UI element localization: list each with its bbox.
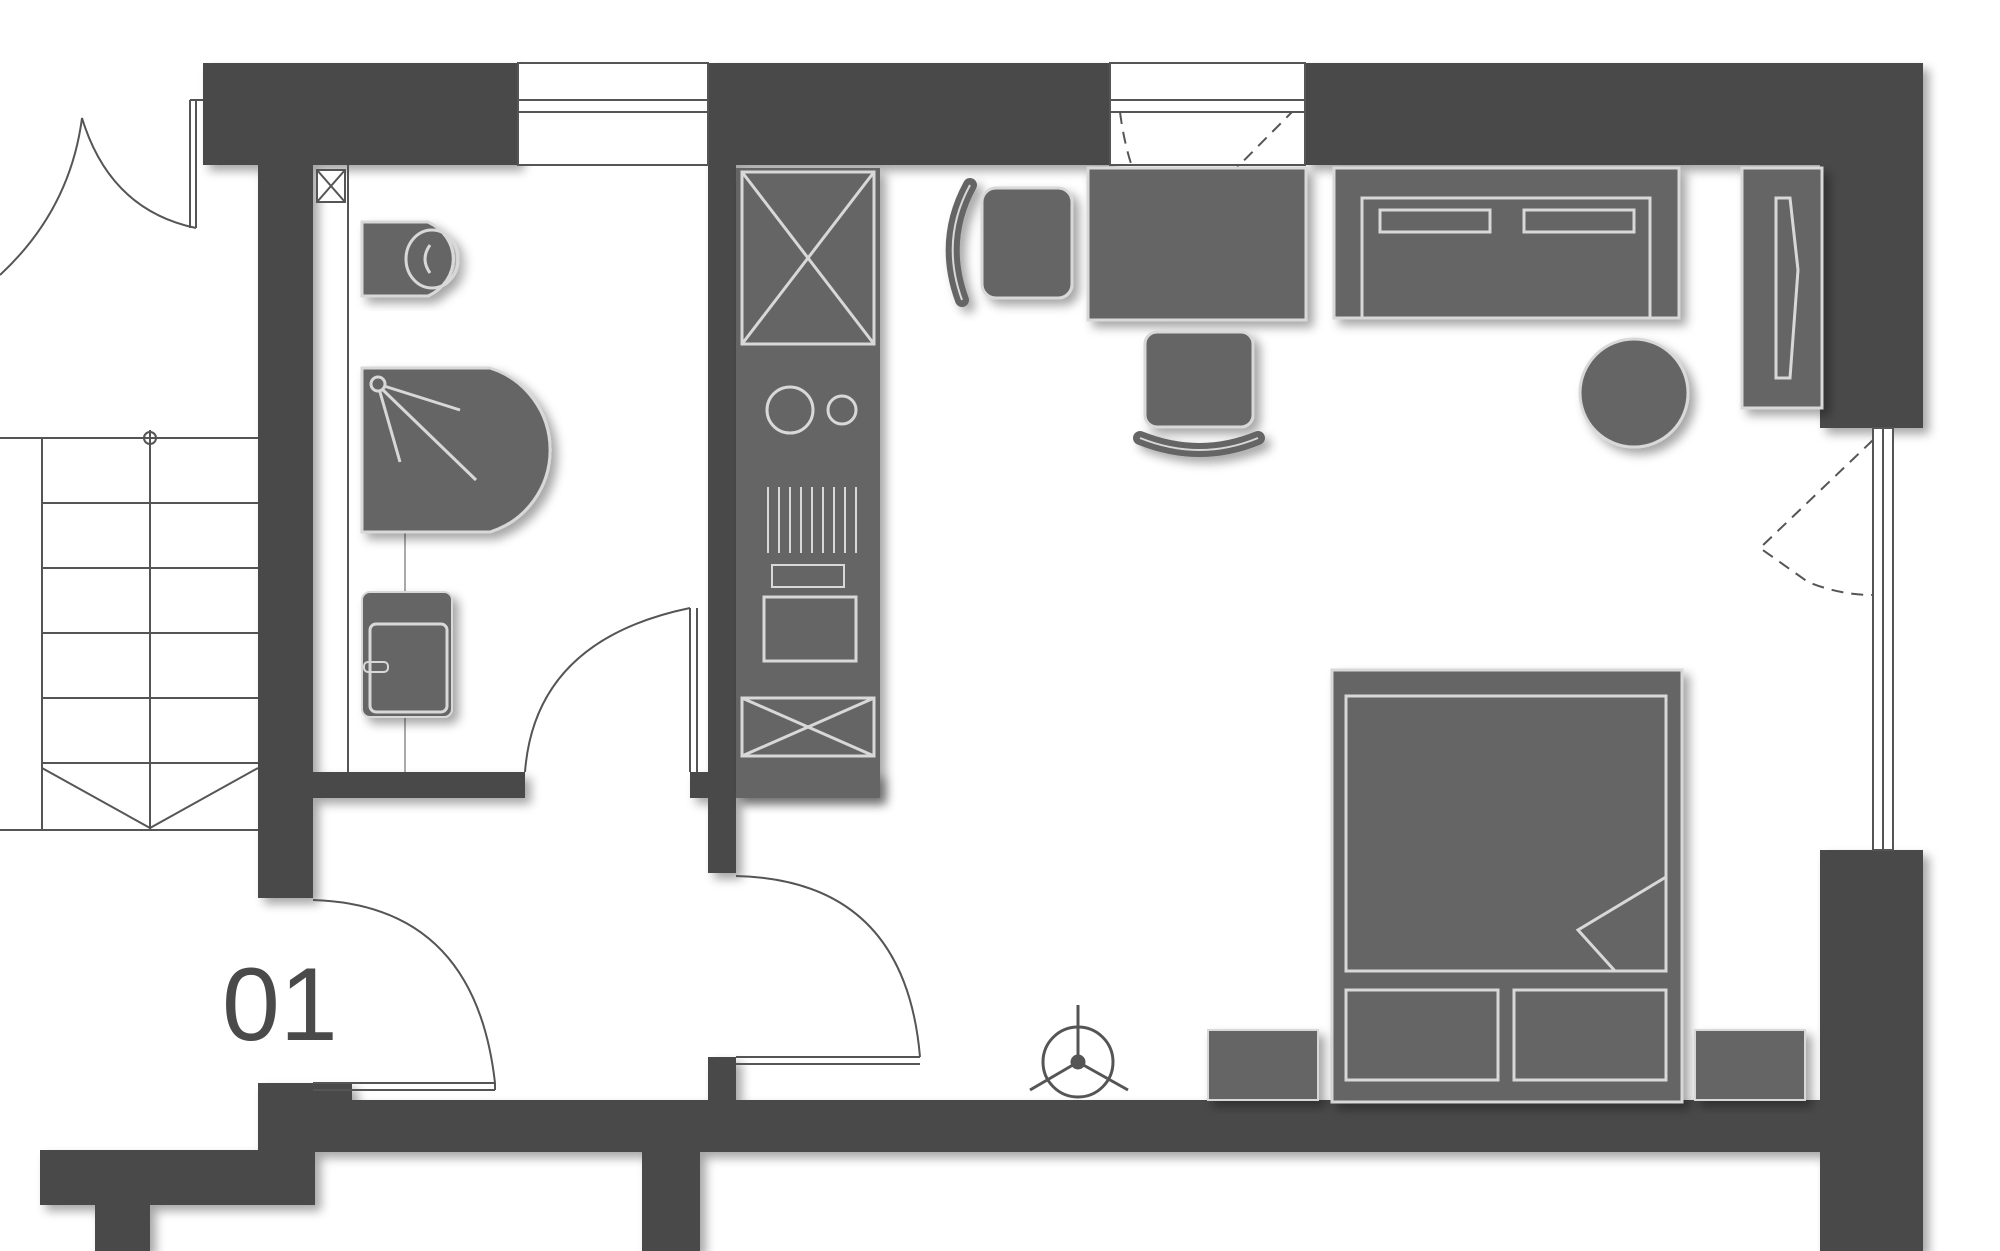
dishwasher [740, 696, 876, 758]
vent-icon [316, 169, 346, 203]
oven-grill [767, 487, 857, 553]
pillow-right [1512, 988, 1668, 1082]
nightstand-left [1207, 1029, 1319, 1101]
washbasin [361, 591, 453, 718]
pillow-left [1344, 988, 1500, 1082]
shower [360, 366, 552, 534]
nightstand-right [1694, 1029, 1806, 1101]
staircase [0, 430, 260, 831]
kitchen-counter [736, 168, 880, 798]
exterior-door-swing [0, 99, 205, 276]
double-bed [1330, 668, 1684, 1104]
bathroom [316, 165, 552, 772]
walls [40, 63, 1923, 1251]
hob-burner-large [765, 385, 815, 435]
unit-number-label: 01 [222, 947, 338, 1063]
wardrobe [1740, 166, 1824, 410]
toilet [360, 220, 460, 298]
entrance-door-swings [312, 875, 921, 1091]
ceiling-fan-icon [1029, 1005, 1129, 1099]
bathroom-door-swing [524, 607, 698, 773]
sideboard [1332, 166, 1681, 320]
kitchen-fixtures [740, 170, 876, 758]
hob-burner-small [826, 394, 858, 426]
windows [517, 62, 1894, 851]
desk-chair [1133, 330, 1265, 457]
desk [1086, 166, 1308, 322]
armchair [945, 178, 1074, 307]
side-table [1578, 337, 1690, 449]
